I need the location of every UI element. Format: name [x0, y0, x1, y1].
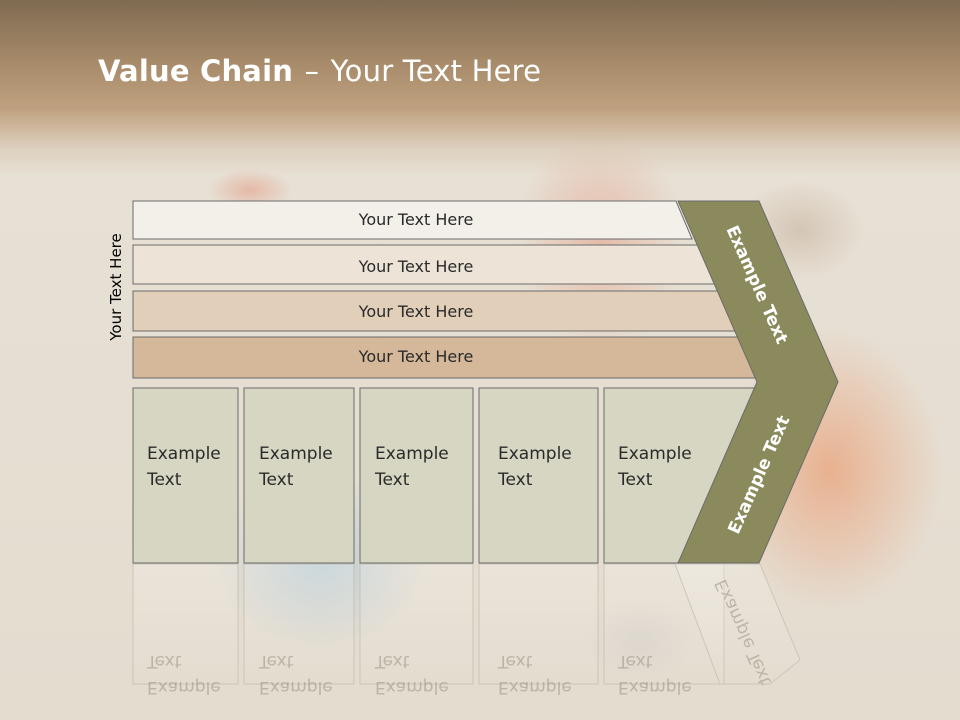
box-shape	[359, 387, 474, 564]
activity-box-5: Example Text	[603, 387, 763, 564]
box-line1: Example	[147, 444, 221, 464]
box-reflection-text: Text	[497, 651, 533, 671]
box-shape	[478, 387, 599, 564]
row-4: Your Text Here	[132, 336, 763, 379]
header-band	[0, 0, 960, 175]
title-bold: Value Chain	[98, 54, 294, 88]
box-reflection-text: Example	[147, 677, 221, 697]
box-shape	[243, 387, 355, 564]
row-2: Your Text Here	[132, 244, 717, 285]
row-bar	[132, 200, 693, 240]
activity-box-1: Example Text	[132, 387, 239, 564]
row-1: Your Text Here	[132, 200, 693, 240]
box-reflection-text: Text	[258, 651, 294, 671]
box-line1: Example	[375, 444, 449, 464]
row-label: Your Text Here	[358, 302, 474, 321]
box-line1: Example	[618, 444, 692, 464]
activity-box-2: Example Text	[243, 387, 355, 564]
box-reflection-text: Example	[498, 677, 572, 697]
row-label: Your Text Here	[358, 257, 474, 276]
box-line1: Example	[498, 444, 572, 464]
box-line1: Example	[259, 444, 333, 464]
row-label: Your Text Here	[358, 210, 474, 229]
activity-box-3: Example Text	[359, 387, 474, 564]
box-line2: Text	[146, 470, 182, 490]
box-reflection-text: Text	[146, 651, 182, 671]
box-reflection	[132, 563, 239, 685]
box-reflection-text: Example	[259, 677, 333, 697]
box-reflection	[478, 563, 599, 685]
reflection	[132, 563, 801, 685]
margin-chevron: Example Text Example Text	[677, 200, 839, 564]
title-rest: Your Text Here	[330, 54, 542, 88]
box-line2: Text	[497, 470, 533, 490]
box-line2: Text	[258, 470, 294, 490]
chevron-reflection	[674, 563, 801, 685]
row-label: Your Text Here	[358, 347, 474, 366]
box-reflection-text: Text	[374, 651, 410, 671]
box-line2: Text	[617, 470, 653, 490]
box-line2: Text	[374, 470, 410, 490]
activity-box-4: Example Text	[478, 387, 599, 564]
chevron-shape	[677, 200, 839, 564]
slide-title: Value Chain – Your Text Here	[98, 54, 541, 88]
box-reflection	[243, 563, 355, 685]
title-separator: –	[304, 54, 320, 88]
box-shape	[132, 387, 239, 564]
box-reflection-text: Text	[617, 651, 653, 671]
box-reflection	[359, 563, 474, 685]
box-reflection-text: Example	[618, 677, 692, 697]
box-reflection-text: Example	[375, 677, 449, 697]
row-3: Your Text Here	[132, 290, 739, 332]
